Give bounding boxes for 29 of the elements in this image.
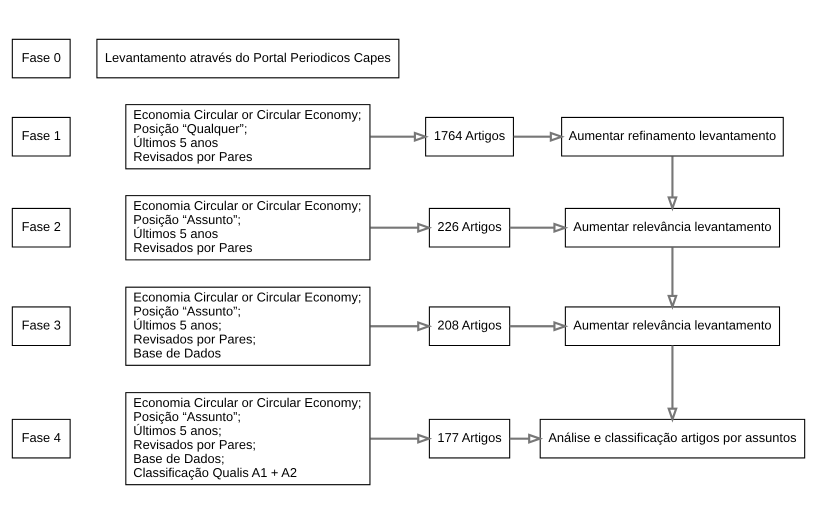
- arrow: [370, 130, 429, 142]
- node-box: Fase 1: [12, 116, 71, 156]
- node-box: Fase 4: [12, 418, 71, 458]
- node-box: Análise e classificação artigos por assuntos: [540, 418, 806, 458]
- node-box: Aumentar relevância levantamento: [564, 306, 780, 346]
- arrow: [370, 320, 432, 331]
- arrow: [510, 432, 544, 444]
- node-box: Levantamento através do Portal Periodicos Capes: [96, 38, 400, 78]
- node-box: Economia Circular or Circular Economy; Posição “Assunto”; Últimos 5 anos; Revisados por Pares; Base de Dados: [125, 286, 370, 366]
- node-box: Economia Circular or Circular Economy; Posição “Assunto”; Últimos 5 anos; Revisados por Pares; Base de Dados; Classificação Qualis A1 + A2: [125, 392, 370, 485]
- arrow: [514, 130, 565, 142]
- node-box: 208 Artigos: [428, 306, 510, 346]
- node-box: Economia Circular or Circular Economy; Posição “Assunto”; Últimos 5 anos Revisados por Pares: [125, 194, 370, 260]
- arrow: [667, 345, 678, 422]
- node-box: 177 Artigos: [428, 418, 510, 458]
- arrow: [370, 222, 432, 232]
- node-box: Economia Circular or Circular Economy; Posição “Qualquer”; Últimos 5 anos Revisados por Pares: [125, 104, 370, 169]
- arrow: [667, 156, 678, 211]
- arrow: [510, 320, 568, 331]
- node-box: 1764 Artigos: [425, 116, 514, 156]
- node-box: 226 Artigos: [428, 207, 510, 248]
- node-box: Aumentar relevância levantamento: [564, 207, 780, 248]
- arrow: [370, 432, 432, 444]
- arrow: [510, 222, 568, 232]
- arrow: [667, 246, 678, 310]
- node-box: Fase 3: [12, 306, 71, 346]
- node-box: Fase 2: [12, 207, 71, 248]
- node-box: Fase 0: [12, 38, 71, 78]
- node-box: Aumentar refinamento levantamento: [561, 116, 784, 156]
